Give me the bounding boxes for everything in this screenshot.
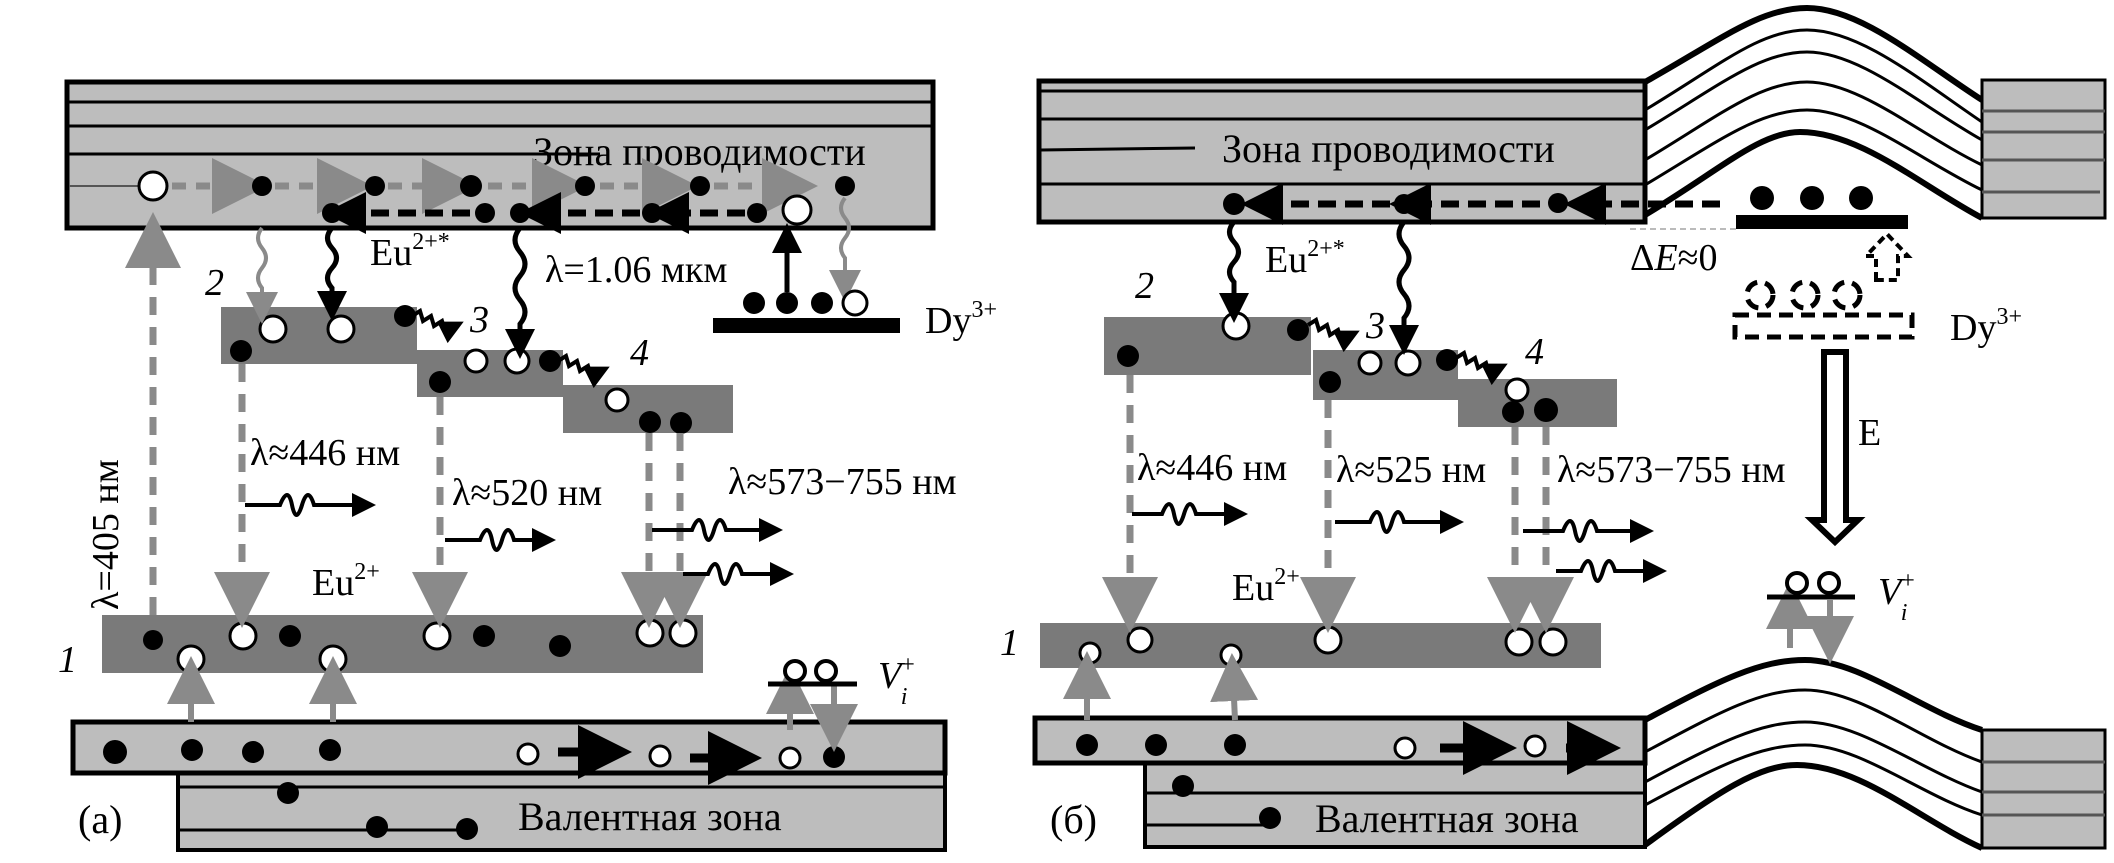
electron: [835, 176, 855, 196]
conduction-band-b: Зона проводимости: [1036, 78, 1648, 225]
valence-band-b: Валентная зона: [1032, 656, 2107, 851]
conduction-electrons-b: [1223, 193, 1568, 215]
transitions-a: [125, 212, 708, 628]
level-label-2-b: 2: [1135, 265, 1154, 307]
emission-label-446-a: λ≈446 нм: [250, 432, 400, 474]
dy-label-b: Dy3+: [1950, 304, 2022, 349]
electron: [642, 203, 662, 223]
conduction-band-label-a: Зона проводимости: [533, 129, 866, 174]
hole-arrows-b: [1063, 581, 1854, 721]
field-label-b: E: [1858, 412, 1881, 454]
electron: [460, 175, 482, 197]
relaxation-arrows-a: [246, 196, 861, 389]
hole: [137, 170, 169, 202]
panel-label-b: (б): [1050, 797, 1097, 842]
electron: [365, 176, 385, 196]
eu-excited-label-b: Eu2+*: [1265, 236, 1345, 281]
emission-label-446-b: λ≈446 нм: [1137, 447, 1287, 489]
vacancy-center-a: V+i: [768, 652, 915, 710]
electron: [690, 176, 710, 196]
panel-label-a: (a): [78, 797, 122, 842]
level-label-4-b: 4: [1525, 331, 1544, 373]
electron: [475, 203, 495, 223]
conduction-electrons-a: [137, 170, 855, 226]
conduction-band-label-b: Зона проводимости: [1222, 126, 1555, 171]
valence-band-label-a: Валентная зона: [518, 794, 782, 839]
electron: [747, 203, 767, 223]
field-arrow-b: [1804, 349, 1866, 547]
vacancy-center-b: V+i: [1767, 568, 1915, 626]
level-label-2-a: 2: [205, 262, 224, 304]
level-label-1-a: 1: [58, 639, 77, 681]
ir-label-a: λ=1.06 мкм: [545, 249, 727, 291]
electron: [252, 176, 272, 196]
bulk-band-right-b: [1980, 78, 2107, 220]
relaxation-arrows-b: [1219, 220, 1508, 386]
electron: [575, 176, 595, 196]
electron: [322, 203, 342, 223]
photon-emission-b: [1132, 502, 1667, 583]
hole-arrows-a: [167, 656, 858, 752]
valence-band-label-b: Валентная зона: [1315, 796, 1579, 841]
level-label-1-b: 1: [1000, 622, 1019, 664]
emission-label-573-755-b: λ≈573−755 нм: [1557, 449, 1786, 491]
panel-a: Зона проводимости: [58, 79, 997, 852]
level-label-3-a: 3: [469, 299, 489, 341]
dy-trap-filled-b: [1630, 186, 1908, 230]
delta-e-label-b: ΔE≈0: [1630, 237, 1718, 279]
panel-b: Зона проводимости ΔE≈0: [1000, 4, 2107, 851]
level-2-b: [1104, 317, 1311, 375]
dy-trap-a: [713, 223, 900, 333]
electron: [510, 203, 530, 223]
level-label-4-a: 4: [630, 332, 649, 374]
eu-ground-label-a: Eu2+: [312, 559, 380, 604]
dy-trap-empty-b: [1732, 231, 1915, 340]
eu-excited-label-a: Eu2+*: [370, 229, 450, 274]
eu-ground-label-b: Eu2+: [1232, 564, 1300, 609]
emission-label-573-755-a: λ≈573−755 нм: [728, 461, 957, 503]
emission-label-525-b: λ≈525 нм: [1336, 449, 1486, 491]
transitions-b: [1102, 375, 1574, 633]
vacancy-label-b: V+i: [1878, 568, 1915, 626]
hole: [781, 194, 813, 226]
band-bending-region-b: [1643, 4, 1984, 221]
level-label-3-b: 3: [1365, 305, 1385, 347]
emission-label-520-a: λ≈520 нм: [452, 472, 602, 514]
photon-emission-a: [245, 493, 794, 586]
vacancy-label-a: V+i: [878, 652, 915, 710]
valence-band-a: Валентная зона: [70, 719, 948, 852]
dy-label-a: Dy3+: [925, 297, 997, 342]
excitation-label-a: λ=405 нм: [85, 459, 127, 610]
